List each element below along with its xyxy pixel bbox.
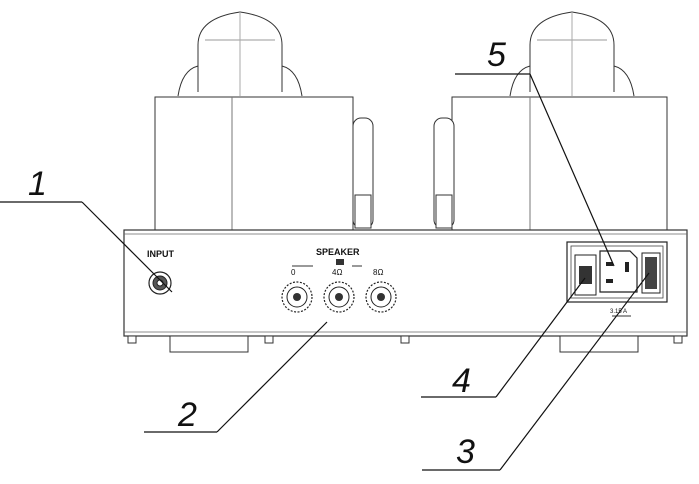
speaker-terminals: SPEAKER 0 4Ω 8Ω (281, 247, 397, 313)
speaker-label: SPEAKER (316, 247, 360, 257)
right-transformer (433, 96, 668, 234)
terminal-post-0 (281, 281, 313, 313)
callout-1: 1 (0, 165, 173, 293)
callout-number-2: 2 (177, 396, 197, 434)
right-tube (509, 11, 635, 97)
power-inlet-module (566, 241, 668, 303)
terminal-label-4ohm: 4Ω (332, 268, 342, 277)
callout-2: 2 (144, 321, 328, 434)
terminal-label-0: 0 (291, 268, 296, 277)
input-label: INPUT (147, 249, 175, 259)
power-switch (641, 252, 661, 294)
callout-number-5: 5 (487, 36, 506, 74)
terminal-post-4ohm (323, 281, 355, 313)
input-jack: INPUT (147, 249, 175, 295)
terminal-label-8ohm: 8Ω (373, 268, 383, 277)
terminal-post-8ohm (365, 281, 397, 313)
callout-3: 3 (422, 272, 650, 471)
callout-number-4: 4 (452, 362, 471, 400)
callout-number-3: 3 (456, 433, 475, 471)
callout-5: 5 (455, 36, 615, 267)
speaker-icon (336, 259, 344, 265)
left-tube (177, 11, 303, 97)
callout-number-1: 1 (28, 165, 47, 203)
left-transformer (154, 96, 374, 234)
fuse-rating-label: 3.15 A (610, 309, 627, 315)
power-socket (599, 250, 638, 293)
fuse-holder (574, 254, 597, 296)
callout-4: 4 (421, 277, 586, 400)
